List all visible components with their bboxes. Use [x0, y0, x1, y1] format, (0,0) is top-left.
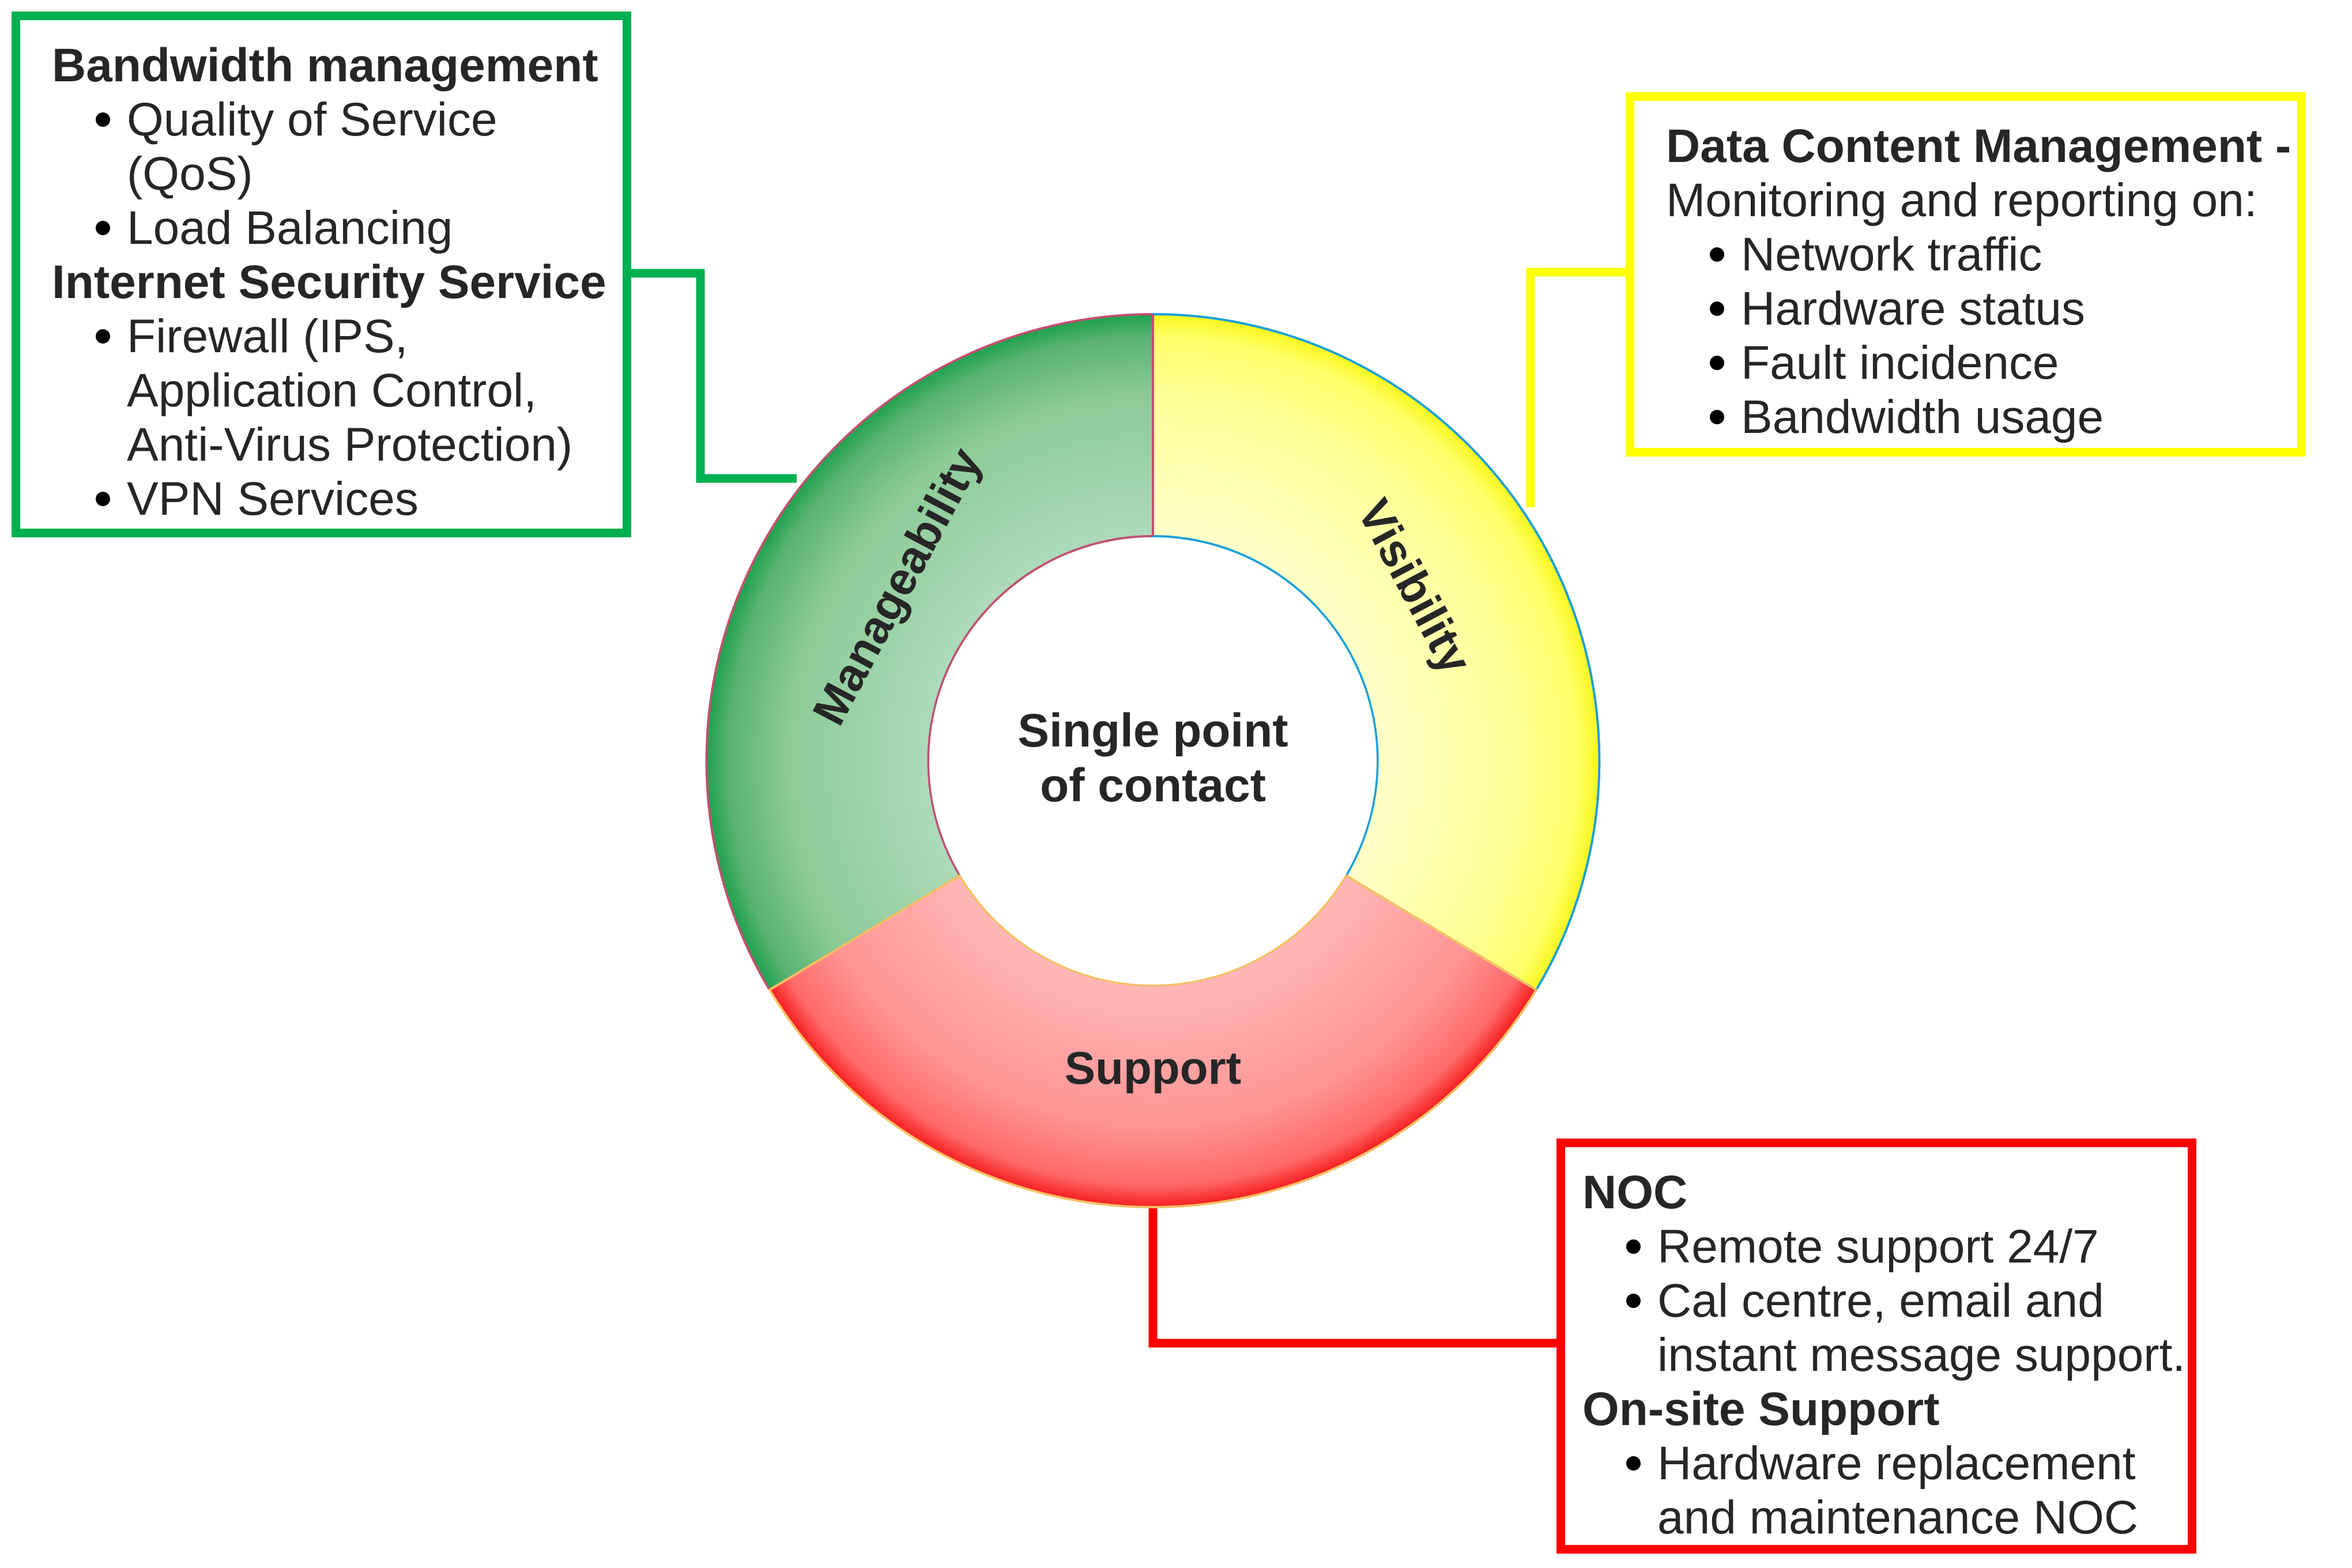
support-connector: [1148, 1202, 1556, 1348]
visibility-segment: [1152, 312, 1601, 992]
list-item: Remote support 24/7: [1626, 1220, 2188, 1274]
list-item: Fault incidence: [1710, 336, 2297, 390]
manageability-callout-box: Bandwidth management Quality of Service …: [12, 12, 631, 537]
visibility-connector: [1526, 267, 1626, 507]
data-content-management-heading: Data Content Management -: [1666, 120, 2291, 172]
list-item: VPN Services: [96, 472, 623, 526]
center-label-line1: Single point: [1017, 704, 1288, 757]
list-item: Firewall (IPS, Application Control, Anti…: [96, 310, 623, 472]
bandwidth-management-heading: Bandwidth management: [52, 39, 598, 92]
manageability-connector: [631, 269, 797, 483]
list-item: Cal centre, email and instant message su…: [1626, 1274, 2188, 1382]
list-item: Hardware status: [1710, 282, 2297, 336]
manageability-segment: [705, 312, 1154, 992]
list-item: Network traffic: [1710, 228, 2297, 282]
list-item: Bandwidth usage: [1710, 390, 2297, 444]
on-site-support-heading: On-site Support: [1582, 1383, 1940, 1435]
visibility-callout-box: Data Content Management - Monitoring and…: [1626, 92, 2306, 457]
center-hole: [929, 537, 1377, 985]
support-label: Support: [1065, 1042, 1242, 1094]
list-item: Load Balancing: [96, 201, 623, 255]
support-segment: [768, 874, 1538, 1208]
monitoring-list: Network traffic Hardware status Fault in…: [1666, 228, 2297, 444]
list-item: Quality of Service (QoS): [96, 93, 623, 201]
internet-security-list: Firewall (IPS, Application Control, Anti…: [52, 310, 623, 526]
noc-heading: NOC: [1582, 1166, 1688, 1219]
list-item: Hardware replacement and maintenance NOC: [1626, 1437, 2188, 1545]
monitoring-subheading: Monitoring and reporting on:: [1666, 174, 2257, 227]
on-site-support-list: Hardware replacement and maintenance NOC: [1582, 1437, 2188, 1545]
noc-list: Remote support 24/7 Cal centre, email an…: [1582, 1220, 2188, 1382]
center-label-line2: of contact: [1040, 759, 1266, 812]
bandwidth-management-list: Quality of Service (QoS) Load Balancing: [52, 93, 623, 255]
support-callout-box: NOC Remote support 24/7 Cal centre, emai…: [1556, 1139, 2196, 1554]
internet-security-heading: Internet Security Service: [52, 256, 606, 308]
